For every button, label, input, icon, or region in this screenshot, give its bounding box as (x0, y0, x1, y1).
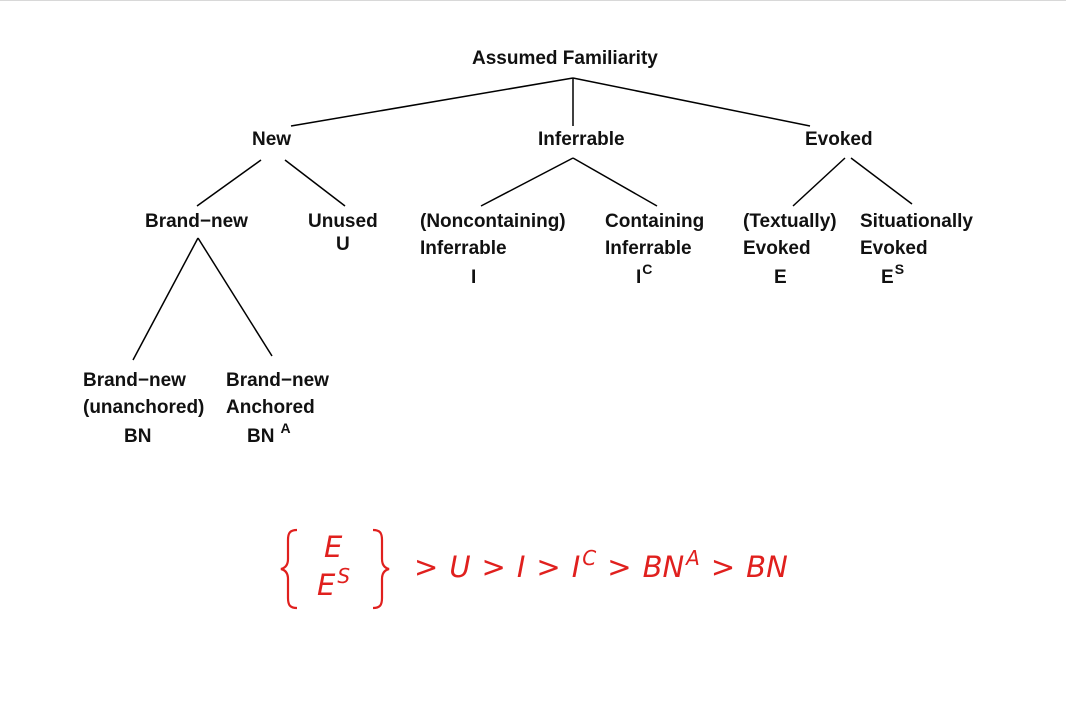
top-divider (0, 0, 1066, 1)
node-code: ES (860, 261, 973, 292)
right-brace (367, 528, 391, 610)
ordering-term-superscript: C (582, 546, 597, 570)
node-label-line2: Anchored (226, 397, 315, 418)
code-base: BN (124, 426, 152, 447)
node-code: IC (605, 261, 704, 292)
code-base: I (471, 267, 477, 288)
node-assumed-familiarity: Assumed Familiarity (472, 45, 658, 72)
edge-root-new (290, 77, 574, 127)
code-base: I (636, 267, 642, 288)
code-superscript: A (280, 420, 291, 436)
node-evoked: Evoked (805, 126, 873, 153)
edge-new-brandnew (196, 159, 262, 207)
ordering-term: U (449, 550, 470, 584)
node-situationally-evoked: Situationally Evoked ES (860, 208, 973, 292)
node-code: U (308, 231, 378, 258)
node-label-line1: Brand−new (83, 370, 186, 391)
stack-bottom-superscript: S (337, 564, 351, 588)
ordering-term: I (517, 550, 526, 584)
node-new: New (252, 126, 291, 153)
node-code: E (743, 264, 837, 291)
node-label-line1: (Textually) (743, 211, 837, 232)
greater-than-sign: > (607, 550, 632, 584)
node-containing-inferrable: Containing Inferrable IC (605, 208, 704, 292)
node-brand-new-anchored: Brand−new Anchored BN A (226, 367, 329, 451)
node-brand-new-unanchored: Brand−new (unanchored) BN (83, 367, 204, 450)
node-label-line2: (unanchored) (83, 397, 205, 418)
node-label-line1: Unused (308, 211, 378, 232)
ordering-term-superscript: A (686, 546, 700, 570)
edge-evoked-textually (792, 157, 846, 207)
node-label-line1: Brand−new (226, 370, 329, 391)
edge-brandnew-unanchored (132, 237, 199, 361)
node-label-line2: Evoked (743, 238, 811, 259)
ordering-term-base: I (516, 550, 526, 584)
code-base: BN (247, 426, 275, 447)
greater-than-sign: > (536, 550, 561, 584)
node-code: I (420, 264, 566, 291)
edge-new-unused (284, 159, 346, 207)
node-label: New (252, 129, 292, 150)
greater-than-sign: > (414, 550, 439, 584)
node-textually-evoked: (Textually) Evoked E (743, 208, 837, 291)
node-unused: Unused U (308, 208, 378, 258)
node-label: Assumed Familiarity (472, 48, 658, 69)
node-label-line1: Containing (605, 211, 705, 232)
edge-evoked-situationally (850, 157, 913, 205)
left-brace (279, 528, 303, 610)
ordering-term-base: BN (642, 550, 685, 584)
node-label: Inferrable (538, 129, 625, 150)
node-label-line1: Situationally (860, 211, 973, 232)
code-superscript: S (894, 261, 905, 277)
node-label: Brand−new (145, 211, 248, 232)
node-noncontaining-inferrable: (Noncontaining) Inferrable I (420, 208, 566, 291)
node-code: BN A (226, 420, 329, 451)
node-inferrable: Inferrable (538, 126, 625, 153)
node-label-line2: Evoked (860, 238, 928, 259)
ordering-term-base: BN (746, 550, 788, 584)
code-base: E (774, 267, 787, 288)
stack-top-base: E (324, 530, 343, 564)
edge-inferrable-containing (572, 157, 658, 207)
node-label-line1: (Noncontaining) (420, 211, 566, 232)
node-label-line2: Inferrable (605, 238, 692, 259)
node-code: BN (83, 423, 204, 450)
node-label-line2: Inferrable (420, 238, 507, 259)
greater-than-sign: > (481, 550, 506, 584)
code-base: E (881, 267, 894, 288)
edge-root-evoked (572, 77, 811, 127)
stack-bottom-base: E (317, 568, 336, 602)
node-brand-new: Brand−new (145, 208, 248, 235)
ordering-term: BN (746, 550, 788, 584)
stack-top-symbol: E (324, 532, 342, 562)
code-base: U (335, 234, 350, 255)
node-label: Evoked (805, 129, 873, 150)
edge-inferrable-noncontaining (480, 157, 574, 207)
edge-brandnew-anchored (197, 237, 273, 357)
greater-than-sign: > (710, 550, 736, 584)
ordering-term-base: U (449, 550, 471, 584)
code-superscript: C (642, 261, 653, 277)
ordering-term-base: I (571, 550, 581, 584)
